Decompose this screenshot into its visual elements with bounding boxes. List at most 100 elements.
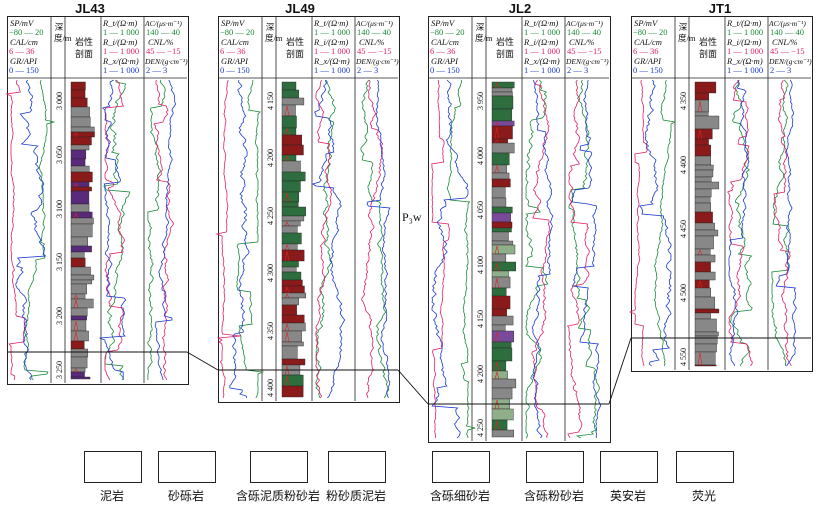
- ri-header: R_i/(Ω·m): [524, 37, 559, 47]
- lithology-bed: [281, 345, 298, 360]
- lithology-bed: [281, 297, 299, 306]
- sp-curve: [653, 79, 676, 367]
- lithology-bed: [70, 251, 85, 259]
- lithology-bed: [491, 178, 511, 188]
- lithology-bed: [70, 266, 91, 276]
- depth-tick-label: 3 050: [55, 145, 64, 164]
- depth-tick-label: 4 150: [266, 92, 275, 110]
- lithology-bed: [491, 287, 507, 297]
- lithology-bed: [281, 171, 306, 182]
- sp-header: SP/mV: [431, 18, 455, 28]
- lithology-bed: [70, 217, 94, 225]
- lithology-bed: [281, 271, 302, 281]
- lithology-bed: [694, 312, 711, 320]
- lithology-bed: [694, 92, 709, 101]
- legend-label: 含砾泥质粉砂岩: [235, 489, 320, 503]
- lithology-bed: [281, 134, 302, 146]
- den-range: 2 — 3: [567, 65, 589, 75]
- ac-curve: [147, 79, 166, 380]
- rt-range: 1 — 1 000: [314, 27, 351, 37]
- depth-tick-label: 4 250: [476, 419, 485, 437]
- lithology-bed: [281, 81, 297, 91]
- lithology-bed: [70, 186, 92, 192]
- sp-header: SP/mV: [221, 18, 245, 28]
- rx-range: 1 — 1 000: [314, 65, 351, 75]
- lithology-bed: [491, 91, 513, 97]
- ac-range: 140 — 40: [146, 27, 180, 37]
- cnl-curve: [773, 79, 792, 367]
- cal-header: CAL/cm: [221, 37, 249, 47]
- lithology-bed: [281, 115, 297, 129]
- lithology-bed: [694, 188, 712, 198]
- cal-range: 6 — 36: [220, 46, 246, 56]
- lithology-bed: [491, 378, 517, 389]
- lithology-bed: [70, 236, 88, 247]
- lithology-bed: [694, 364, 717, 367]
- rx-curve: [728, 79, 750, 367]
- lithology-bed: [281, 260, 299, 268]
- lithology-bed: [281, 89, 299, 99]
- lithology-bed: [70, 257, 86, 268]
- lithology-bed: [694, 81, 717, 94]
- lithology-bed: [491, 308, 507, 317]
- lithology-bed: [281, 341, 304, 347]
- ac-curve: [771, 79, 790, 367]
- lithology-bed: [694, 229, 719, 237]
- rx-range: 1 — 1 000: [727, 65, 764, 75]
- ri-range: 1 — 1 000: [524, 46, 561, 56]
- rx-header: R_x/(Ω·m): [727, 56, 763, 66]
- lithology-bed: [281, 144, 304, 156]
- lithology-bed: [70, 126, 95, 133]
- correlation-line: [397, 369, 429, 405]
- ri-curve: [531, 79, 551, 439]
- depth-tick-label: 4 350: [679, 92, 688, 110]
- depth-header: 深度/m: [678, 22, 696, 43]
- depth-tick-label: 4 400: [679, 156, 688, 174]
- lithology-bed: [491, 227, 512, 233]
- lithology-bed: [70, 149, 87, 160]
- ri-header: R_i/(Ω·m): [314, 37, 349, 47]
- cal-curve: [5, 79, 26, 381]
- lithology-bed: [491, 212, 511, 223]
- lithology-bed: [70, 203, 90, 213]
- rt-header: R_t/(Ω·m): [524, 18, 559, 28]
- lithology-bed: [694, 111, 709, 117]
- legend-swatch-pebbly-fine-sandstone: [432, 451, 490, 483]
- lithology-bed: [491, 429, 514, 438]
- lithology-bed: [70, 279, 93, 285]
- lithology-bed: [694, 318, 717, 333]
- lithology-bed: [694, 115, 720, 130]
- lithology-bed: [281, 279, 303, 287]
- lithology-bed: [694, 169, 714, 178]
- rt-curve: [525, 79, 549, 439]
- lithology-bed: [491, 315, 514, 326]
- den-curve: [775, 79, 797, 367]
- lithology-header: 岩性剖面: [698, 37, 717, 59]
- lithology-bed: [70, 340, 85, 350]
- den-header: DEN/(g·cm⁻³): [566, 57, 609, 66]
- ri-curve: [727, 79, 753, 367]
- lithology-bed: [694, 287, 711, 298]
- depth-tick-label: 4 300: [266, 264, 275, 283]
- sp-curve: [446, 79, 476, 439]
- formation-label: P₃w: [402, 210, 422, 224]
- ri-curve: [104, 79, 125, 381]
- rt-curve: [729, 79, 753, 367]
- sp-curve: [236, 80, 265, 399]
- lithology-bed: [491, 206, 513, 214]
- lithology-bed: [491, 295, 511, 310]
- cnl-header: CNL/%: [359, 37, 385, 47]
- depth-tick-label: 3 950: [476, 92, 485, 110]
- lithology-bed: [70, 144, 90, 151]
- lithology-bed: [694, 138, 709, 146]
- lithology-bed: [70, 245, 92, 253]
- lithology-bed: [491, 347, 513, 362]
- lithology-bed: [70, 116, 91, 128]
- lithology-bed: [281, 225, 298, 234]
- lithology-bed: [491, 186, 506, 199]
- gr-range: 0 — 150: [633, 65, 663, 75]
- lithology-bed: [694, 128, 713, 140]
- lithology-bed: [694, 196, 711, 204]
